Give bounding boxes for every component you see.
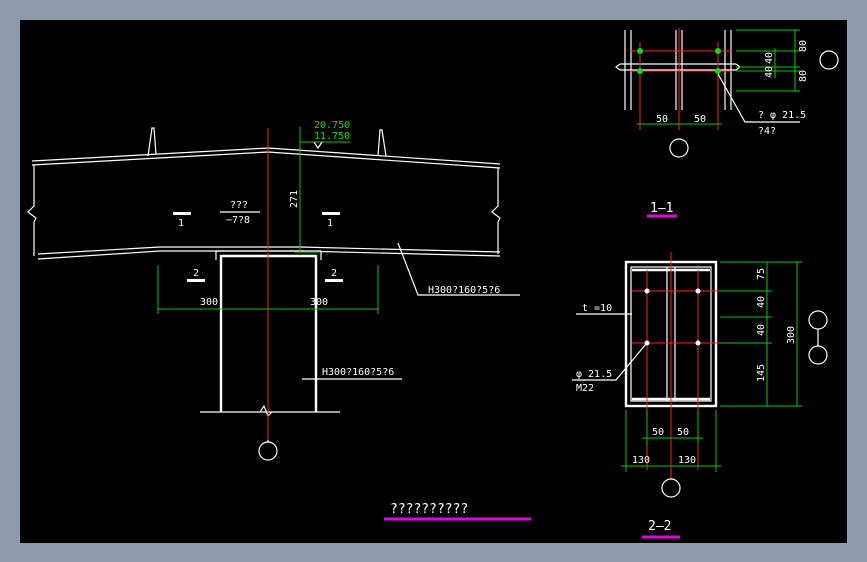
s1-dim-80-top: 80 [798, 40, 809, 52]
section-2-2-view: 75 40 40 145 300 t =10 φ 21.5 M22 50 50 … [572, 252, 828, 539]
axis-bubble-s2-upper [808, 310, 828, 330]
s1-hole-leader [717, 73, 800, 123]
beam-spec-label: H300?160?5?6 [428, 285, 500, 296]
stiffener-right [377, 129, 387, 157]
s2-thickness: t =10 [582, 303, 612, 314]
column-break [259, 404, 273, 418]
s2-dim-40b: 40 [756, 324, 767, 336]
beam-spec-leader [397, 242, 520, 296]
column-spec-label: H300?160?5?6 [322, 367, 394, 378]
section-mark-2-left [187, 279, 205, 282]
s2-dim-50-left: 50 [652, 427, 664, 438]
s2-dim-145: 145 [756, 364, 767, 382]
axis-bubble-s1-right [819, 50, 839, 70]
elevation-top: 20.750 [314, 120, 350, 131]
axis-bubble-left [258, 441, 278, 461]
s1-dim-50-left: 50 [656, 114, 668, 125]
s1-dim-40b: 40 [764, 66, 775, 78]
s2-dim-300: 300 [786, 326, 797, 344]
left-elevation-view: 20.750 11.750 271 1 1 ??? −7?8 2 2 300 3… [27, 120, 520, 461]
axis-bubble-s1-bottom [669, 138, 689, 158]
section-1-1-view: 80 40 40 80 50 50 ? φ 21.5 ?4? 1–1 [615, 28, 839, 218]
s1-dim-40a: 40 [764, 52, 775, 64]
dim-300-right: 300 [310, 297, 328, 308]
section-2-2-title: 2–2 [648, 519, 671, 534]
elevation-bottom: 11.750 [314, 131, 350, 142]
section-mark-1-right-label: 1 [327, 218, 333, 229]
section-mark-2-right [325, 279, 343, 282]
stiffener-left [147, 127, 157, 157]
bolt-hole [695, 288, 701, 294]
bolt-hole [637, 68, 643, 74]
beam-break-right [491, 168, 501, 254]
s1-hole-note2: ?4? [758, 126, 776, 137]
beam-height-label: 271 [289, 190, 300, 208]
bolt-hole [715, 48, 721, 54]
cad-drawing: 20.750 11.750 271 1 1 ??? −7?8 2 2 300 3… [27, 28, 839, 539]
section-mark-2-left-label: 2 [193, 268, 199, 279]
bolt-hole [695, 340, 701, 346]
bolt-hole [644, 288, 650, 294]
axis-bubble-s2-bottom [661, 478, 681, 498]
drawing-canvas[interactable]: 20.750 11.750 271 1 1 ??? −7?8 2 2 300 3… [20, 20, 847, 543]
section-mark-1-left-label: 1 [178, 218, 184, 229]
note-label: ??? [230, 200, 248, 211]
s1-dim-80-bottom: 80 [798, 70, 809, 82]
section-mark-1-left [173, 212, 191, 215]
section-1-1-title: 1–1 [650, 201, 673, 216]
elev-triangle [313, 141, 323, 150]
s1-dim-50-right: 50 [694, 114, 706, 125]
s2-dim-130-right: 130 [678, 455, 696, 466]
s2-dim-40a: 40 [756, 296, 767, 308]
section-mark-1-right [322, 212, 340, 215]
drawing-title: ?????????? [390, 502, 468, 517]
bolt-hole [715, 68, 721, 74]
beam-break-left [27, 165, 37, 256]
s1-break-left [615, 63, 621, 71]
s2-dim-50-right: 50 [677, 427, 689, 438]
s1-hole-note: ? φ 21.5 [758, 110, 806, 121]
s2-hole-leader [572, 343, 647, 381]
dim-300-left: 300 [200, 297, 218, 308]
s2-dim-75: 75 [756, 268, 767, 280]
s2-dim-130-left: 130 [632, 455, 650, 466]
note-value: −7?8 [226, 215, 250, 226]
section-mark-2-right-label: 2 [331, 268, 337, 279]
beam-top-flange-inner [31, 151, 501, 169]
s2-hole-dia: φ 21.5 [576, 369, 612, 380]
bolt-hole [637, 48, 643, 54]
s2-bolt-size: M22 [576, 383, 594, 394]
axis-bubble-s2-lower [808, 345, 828, 365]
